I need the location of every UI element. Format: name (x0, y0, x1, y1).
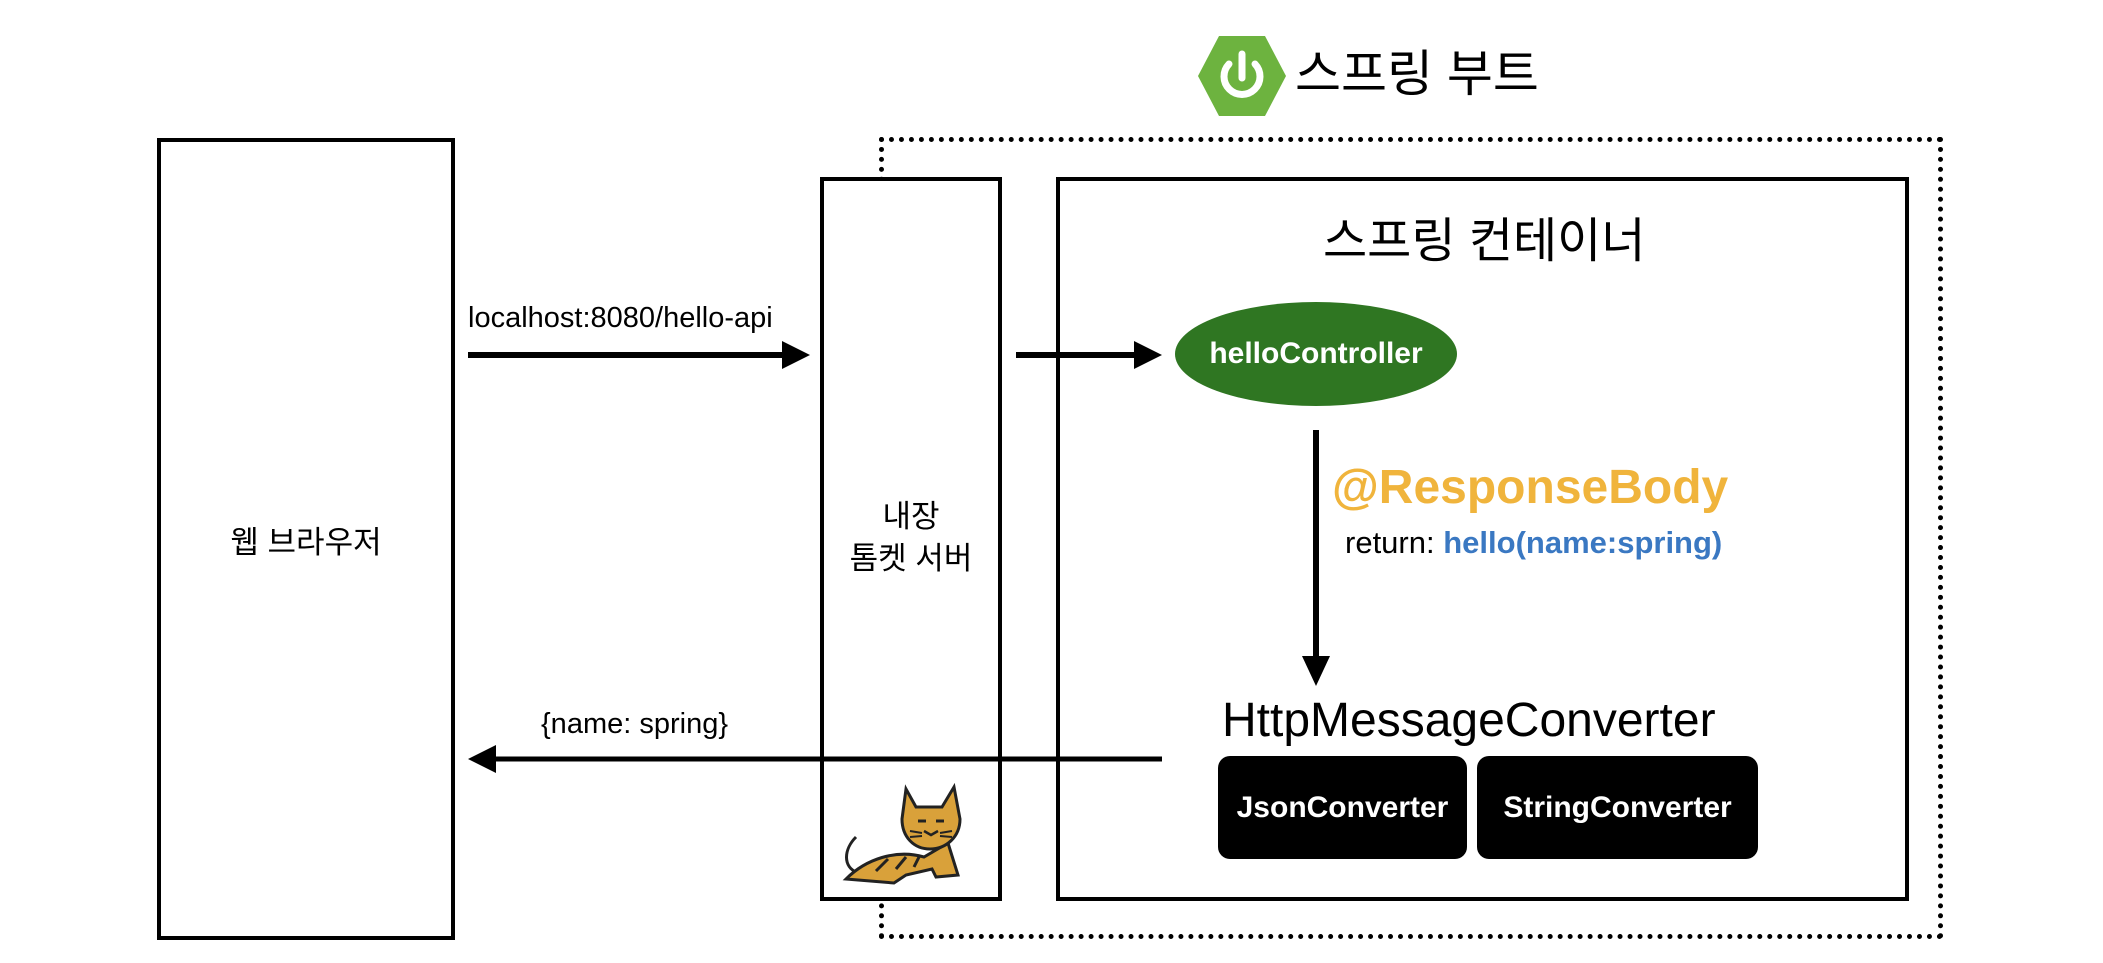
tomcat-cat-icon (842, 782, 962, 885)
web-browser-label: 웹 브라우저 (230, 524, 382, 560)
dispatch-arrow (1016, 341, 1162, 369)
return-line: return: hello(name:spring) (1345, 525, 1722, 561)
hello-controller-label: helloController (1209, 337, 1423, 370)
response-arrow (468, 745, 1162, 773)
tomcat-label-line1: 내장 (882, 499, 940, 534)
spring-boot-title: 스프링 부트 (1295, 46, 1539, 102)
http-message-converter-title: HttpMessageConverter (1222, 694, 1716, 747)
response-body-arrow (1302, 430, 1330, 686)
spring-container-title: 스프링 컨테이너 (1323, 215, 1646, 268)
web-browser-box: 웹 브라우저 (157, 138, 455, 940)
response-body-annotation: @ResponseBody (1332, 461, 1729, 514)
tomcat-server-box: 내장 톰켓 서버 (820, 177, 1002, 901)
request-url-label: localhost:8080/hello-api (468, 302, 773, 334)
request-arrow (468, 341, 810, 369)
tomcat-label-line2: 톰켓 서버 (849, 541, 973, 576)
hello-controller-node: helloController (1175, 302, 1457, 406)
json-converter-box: JsonConverter (1218, 756, 1467, 859)
return-value: hello(name:spring) (1443, 525, 1723, 560)
string-converter-box: StringConverter (1477, 756, 1758, 859)
spring-boot-power-icon (1198, 36, 1286, 116)
spring-boot-logo (1197, 34, 1287, 118)
response-body-label: {name: spring} (541, 708, 729, 740)
return-prefix: return: (1345, 525, 1435, 560)
